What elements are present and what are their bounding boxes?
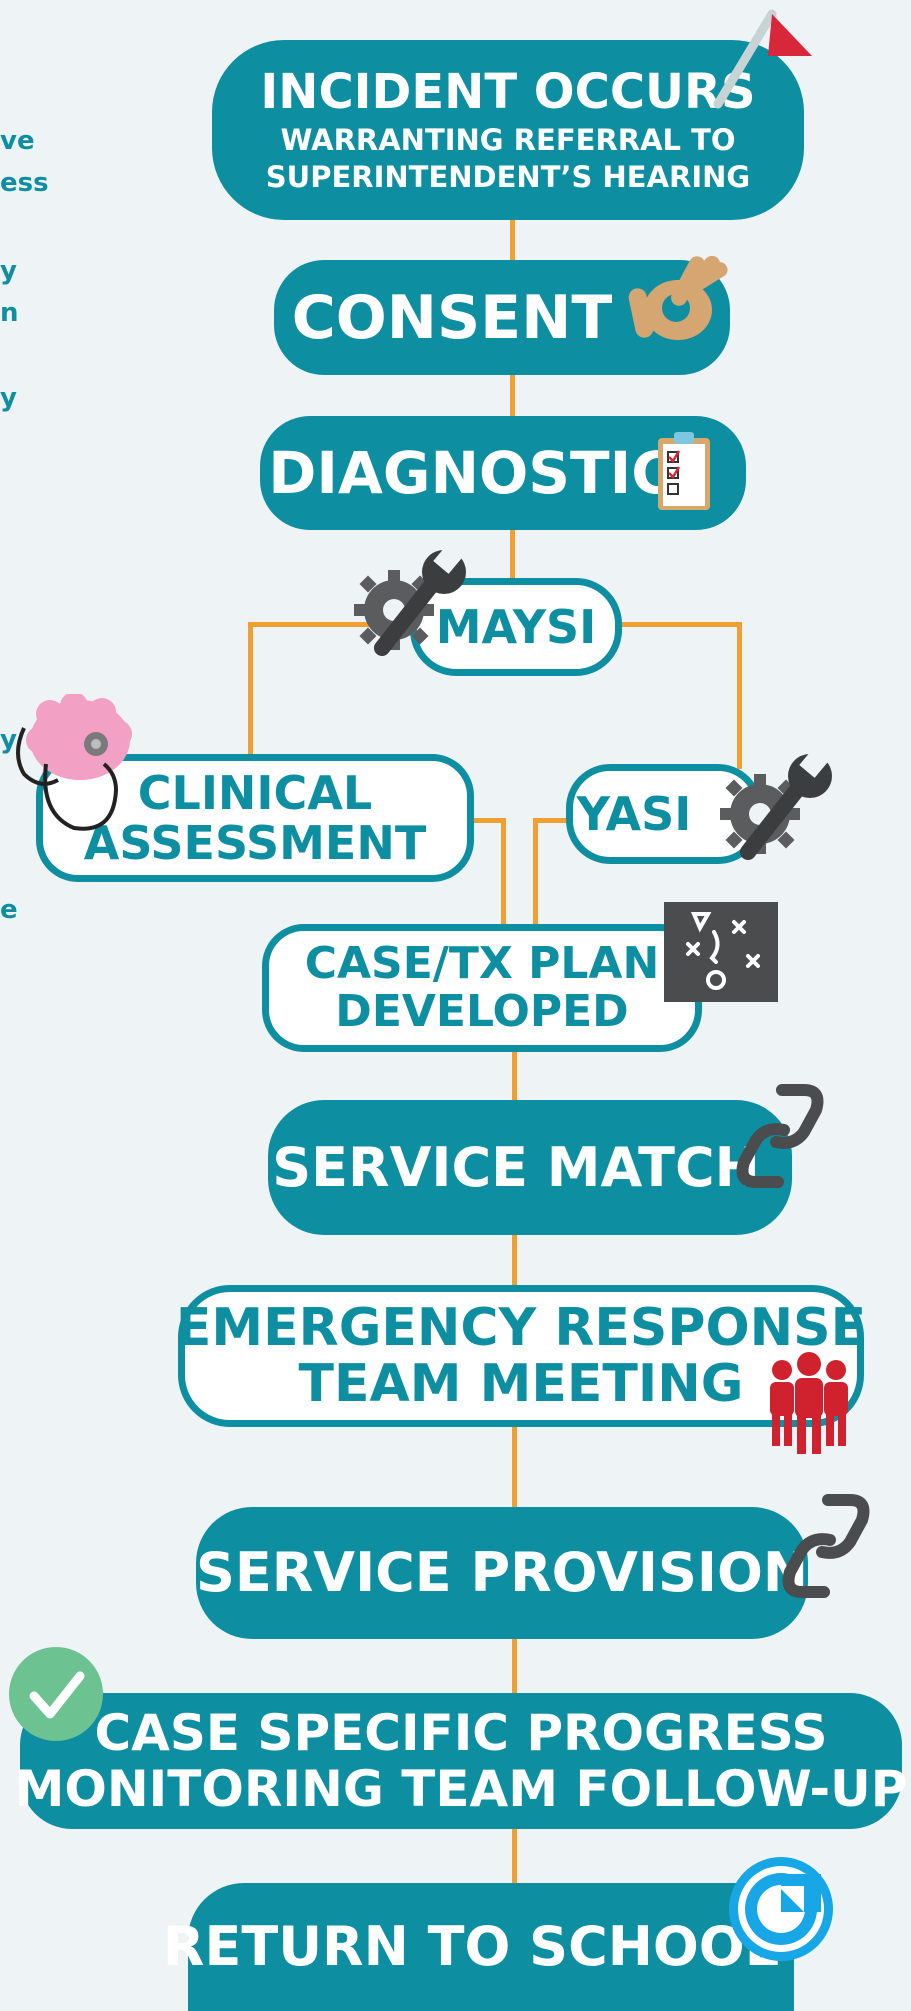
edge-text-fragment: y	[0, 256, 17, 286]
connector	[737, 622, 742, 769]
connector	[501, 818, 506, 924]
node-maysi: MAYSI	[410, 578, 622, 676]
brain-stethoscope-icon	[10, 692, 134, 836]
edge-text-fragment: n	[0, 298, 19, 328]
node-subtitle: SUPERINTENDENT’S HEARING	[265, 160, 751, 194]
node-label: SERVICE MATCH	[272, 1135, 760, 1199]
gear-wrench-icon	[352, 544, 474, 658]
node-label-line: CASE/Tx PLAN	[304, 938, 660, 989]
node-return-to-school: RETURN TO SCHOOL	[163, 1883, 794, 2011]
node-label-line: CLINICAL	[137, 766, 373, 820]
node-service-match: SERVICE MATCH	[268, 1100, 792, 1235]
node-label: RETURN TO SCHOOL	[162, 1915, 780, 1978]
check-circle-icon	[8, 1646, 104, 1742]
connector	[533, 818, 573, 823]
connector	[470, 818, 506, 823]
edge-text-fragment: y	[0, 383, 17, 413]
node-subtitle: WARRANTING REFERRAL TO	[280, 123, 736, 157]
connector	[510, 528, 515, 578]
node-emergency-response: EMERGENCY RESPONSE TEAM MEETING	[175, 1285, 867, 1427]
node-label: CONSENT	[291, 282, 613, 353]
connector	[512, 1425, 517, 1507]
connector	[512, 1233, 517, 1285]
connector	[248, 622, 253, 754]
node-consent: CONSENT	[274, 260, 730, 375]
edge-text-fragment: ess	[0, 168, 49, 198]
edge-text-fragment: y	[0, 725, 17, 755]
chain-link-icon	[730, 1076, 830, 1196]
connector	[512, 1637, 517, 1693]
chain-link-icon	[776, 1486, 876, 1606]
node-label-line: DEVELOPED	[335, 986, 629, 1037]
node-label-line: ASSESSMENT	[83, 816, 427, 870]
node-case-plan-developed: CASE/Tx PLAN DEVELOPED	[262, 924, 702, 1052]
node-label-line: TEAM MEETING	[298, 1354, 744, 1414]
node-label: MAYSI	[435, 600, 597, 654]
refresh-icon	[728, 1856, 834, 1962]
node-title: INCIDENT OCCURS	[260, 64, 756, 120]
node-label: YASI	[576, 787, 692, 841]
connector	[510, 372, 515, 416]
node-service-provision: SERVICE PROVISION	[196, 1507, 808, 1639]
team-people-icon	[762, 1352, 856, 1456]
connector	[533, 818, 538, 924]
connector	[512, 1827, 517, 1883]
playbook-icon	[664, 902, 778, 1002]
node-label-line: MONITORING TEAM FOLLOW-UP	[14, 1760, 908, 1818]
node-progress-monitoring: CASE SPECIFIC PROGRESS MONITORING TEAM F…	[15, 1693, 907, 1829]
flag-icon	[708, 6, 814, 110]
connector	[510, 218, 515, 260]
edge-text-fragment: ve	[0, 126, 35, 156]
connector	[248, 622, 415, 627]
node-label: DIAGNOSTIC	[268, 439, 674, 507]
connector	[618, 622, 742, 627]
gear-wrench-icon	[718, 748, 840, 862]
ok-hand-icon	[620, 238, 732, 344]
edge-text-fragment: e	[0, 895, 18, 925]
node-label: SERVICE PROVISION	[195, 1541, 809, 1604]
connector	[512, 1050, 517, 1100]
node-incident-occurs: INCIDENT OCCURS WARRANTING REFERRAL TO S…	[212, 40, 804, 220]
node-label-line: EMERGENCY RESPONSE	[175, 1298, 867, 1358]
checklist-clipboard-icon	[656, 428, 712, 512]
node-label-line: CASE SPECIFIC PROGRESS	[94, 1704, 828, 1762]
